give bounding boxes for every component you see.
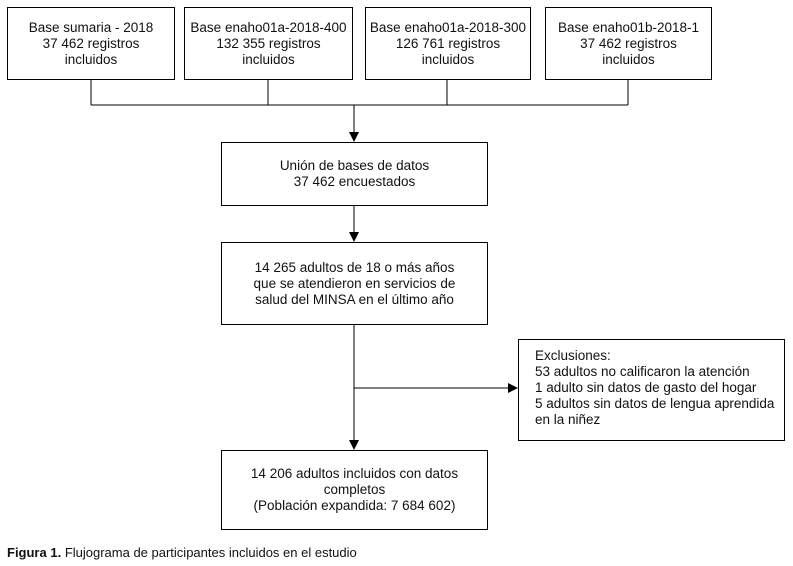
source-box-sumaria: Base sumaria - 2018 37 462 registros inc… (7, 7, 175, 80)
source-box-line: 37 462 registros (580, 35, 677, 51)
source-box-line: 37 462 registros (42, 35, 140, 51)
adults-box: 14 265 adultos de 18 o más años que se a… (221, 242, 488, 325)
figure-caption: Figura 1. Flujograma de participantes in… (7, 545, 357, 561)
source-box-enaho01a-300: Base enaho01a-2018-300 126 761 registros… (365, 7, 531, 80)
adults-box-line: salud del MINSA en el último año (255, 291, 454, 307)
source-box-line: Base enaho01b-2018-1 (557, 19, 700, 35)
source-box-line: 132 355 registros (216, 35, 321, 51)
source-box-line: incluidos (242, 51, 295, 67)
final-box-line: (Población expandida: 7 684 602) (253, 498, 456, 513)
source-box-line: Base enaho01a-2018-400 (190, 19, 347, 35)
exclusions-line: 5 adultos sin datos de lengua aprendida (535, 396, 775, 411)
source-box-line: incluidos (421, 51, 475, 67)
source-box-line: incluidos (602, 51, 655, 67)
exclusions-line: en la niñez (535, 412, 601, 427)
merge-box: Unión de bases de datos 37 462 encuestad… (221, 142, 488, 206)
final-box-line: 14 206 adultos incluidos con datos (250, 466, 459, 481)
source-box-line: Base enaho01a-2018-300 (369, 19, 527, 35)
exclusions-line: 53 adultos no calificaron la atención (535, 364, 750, 379)
final-box-line: completos (323, 482, 386, 497)
source-box-line: 126 761 registros (395, 35, 501, 51)
figure-label: Figura 1. (7, 545, 62, 560)
adults-box-line: que se atendieron en servicios de (253, 275, 456, 291)
merge-box-line: 37 462 encuestados (293, 174, 416, 189)
source-box-enaho01a-400: Base enaho01a-2018-400 132 355 registros… (184, 7, 353, 80)
source-box-line: Base sumaria - 2018 (28, 19, 154, 35)
merge-box-line: Unión de bases de datos (279, 158, 430, 173)
source-box-line: incluidos (64, 51, 118, 67)
source-box-enaho01b: Base enaho01b-2018-1 37 462 registros in… (545, 7, 712, 80)
figure-caption-text: Flujograma de participantes incluidos en… (64, 545, 357, 560)
adults-box-line: 14 265 adultos de 18 o más años (254, 259, 455, 275)
final-box: 14 206 adultos incluidos con datos compl… (221, 450, 488, 530)
exclusions-line: 1 adulto sin datos de gasto del hogar (535, 380, 757, 395)
exclusions-box: Exclusiones: 53 adultos no calificaron l… (518, 339, 785, 441)
exclusions-title: Exclusiones: (535, 348, 611, 363)
